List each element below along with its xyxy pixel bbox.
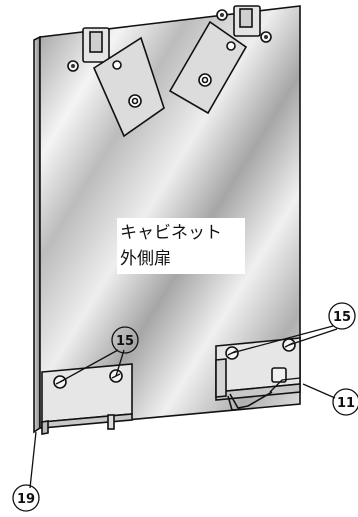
callout-right-screws: 15 <box>328 302 356 330</box>
callout-bottom-edge: 19 <box>12 484 40 512</box>
leader-left-1 <box>59 349 119 383</box>
panel-label-line2: 外側扉 <box>120 249 171 269</box>
callout-left-screws: 15 <box>111 326 139 354</box>
leader-hinge <box>302 383 336 399</box>
leader-edge <box>29 431 37 489</box>
leader-right-2 <box>288 328 338 346</box>
svg-text:11: 11 <box>337 396 355 411</box>
leader-left-2 <box>115 349 125 377</box>
svg-text:19: 19 <box>17 492 35 507</box>
top-left-hinge <box>67 27 165 138</box>
panel-label-background <box>117 218 245 274</box>
svg-text:15: 15 <box>116 334 134 349</box>
leader-right-1 <box>231 325 334 354</box>
callout-right-hinge: 11 <box>332 388 358 416</box>
door-panel <box>39 5 301 429</box>
door-left-edge <box>33 35 41 434</box>
svg-text:15: 15 <box>333 310 351 325</box>
panel-label-line1: キャビネット <box>120 223 222 243</box>
bottom-left-bracket <box>41 363 133 435</box>
top-right-hinge <box>168 5 272 115</box>
